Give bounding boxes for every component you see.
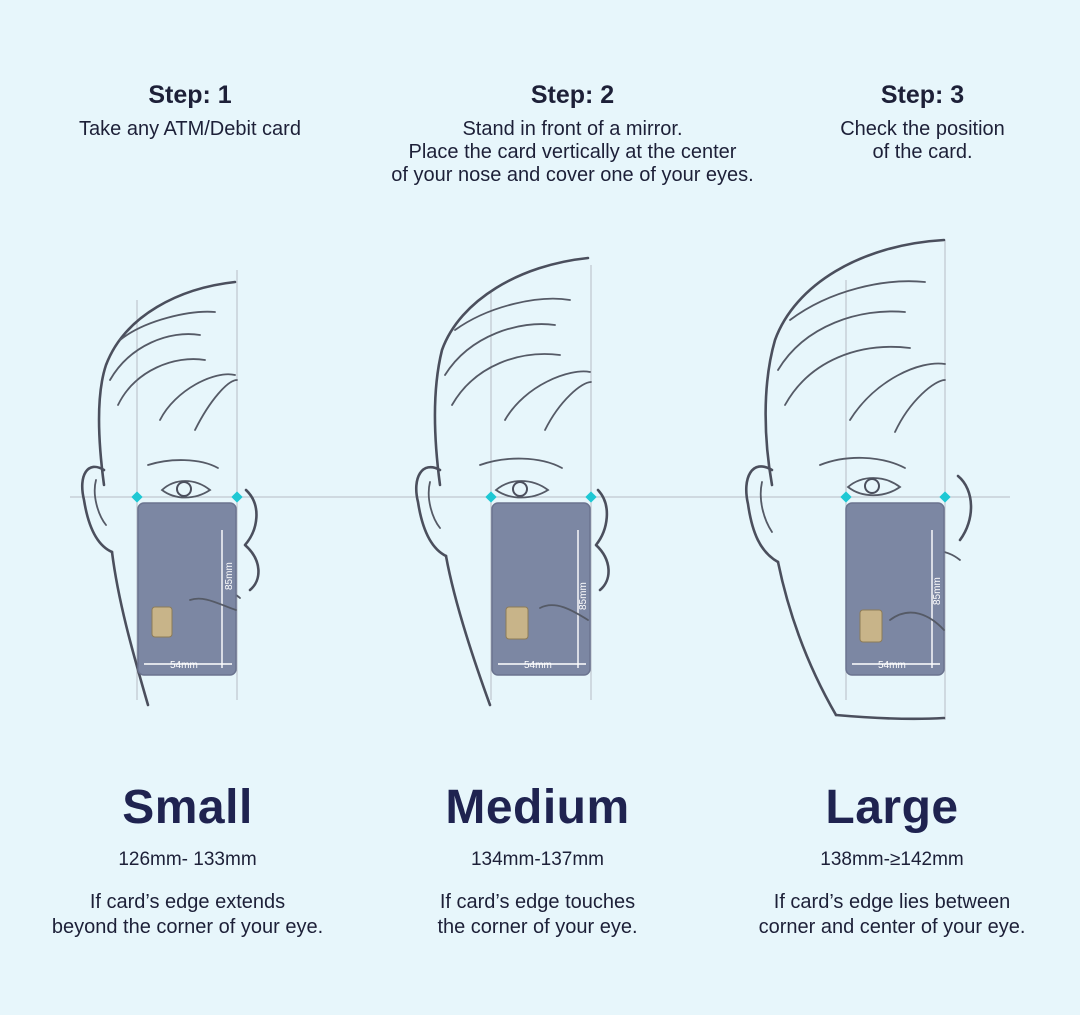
height-label-small: 85mm xyxy=(224,562,235,590)
step-2-title: Step: 2 xyxy=(530,81,615,109)
step-1-title: Step: 1 xyxy=(148,81,232,109)
face-small: 85mm 54mm xyxy=(81,270,260,707)
step-1: Step: 1 Take any ATM/Debit card xyxy=(40,80,340,141)
face-large: 85mm 54mm xyxy=(745,238,973,721)
size-medium-name: Medium xyxy=(445,781,630,834)
size-medium-desc: If card’s edge touches the corner of you… xyxy=(437,891,638,938)
size-medium-range: 134mm-137mm xyxy=(470,849,605,870)
face-medium: 85mm 54mm xyxy=(414,256,610,707)
size-small-name: Small xyxy=(122,781,253,834)
width-label-small: 54mm xyxy=(170,660,198,671)
size-small-range: 126mm- 133mm xyxy=(118,849,257,870)
step-1-desc: Take any ATM/Debit card xyxy=(79,118,301,140)
step-3: Step: 3 Check the position of the card. xyxy=(790,80,1055,164)
size-small-desc: If card’s edge extends beyond the corner… xyxy=(51,891,324,938)
step-3-desc: Check the position of the card. xyxy=(840,118,1005,163)
step-2-desc: Stand in front of a mirror. Place the ca… xyxy=(391,118,754,186)
step-2: Step: 2 Stand in front of a mirror. Plac… xyxy=(340,80,805,187)
width-label-medium: 54mm xyxy=(524,660,552,671)
height-label-large: 85mm xyxy=(932,577,943,605)
height-label-medium: 85mm xyxy=(578,582,589,610)
size-medium: Medium 134mm-137mm If card’s edge touche… xyxy=(365,782,710,940)
step-3-title: Step: 3 xyxy=(880,81,965,109)
size-large-name: Large xyxy=(825,781,959,834)
size-large-desc: If card’s edge lies between corner and c… xyxy=(758,891,1026,938)
width-label-large: 54mm xyxy=(878,660,906,671)
size-large: Large 138mm-≥142mm If card’s edge lies b… xyxy=(712,782,1072,940)
size-small: Small 126mm- 133mm If card’s edge extend… xyxy=(10,782,365,940)
size-large-range: 138mm-≥142mm xyxy=(820,849,964,870)
